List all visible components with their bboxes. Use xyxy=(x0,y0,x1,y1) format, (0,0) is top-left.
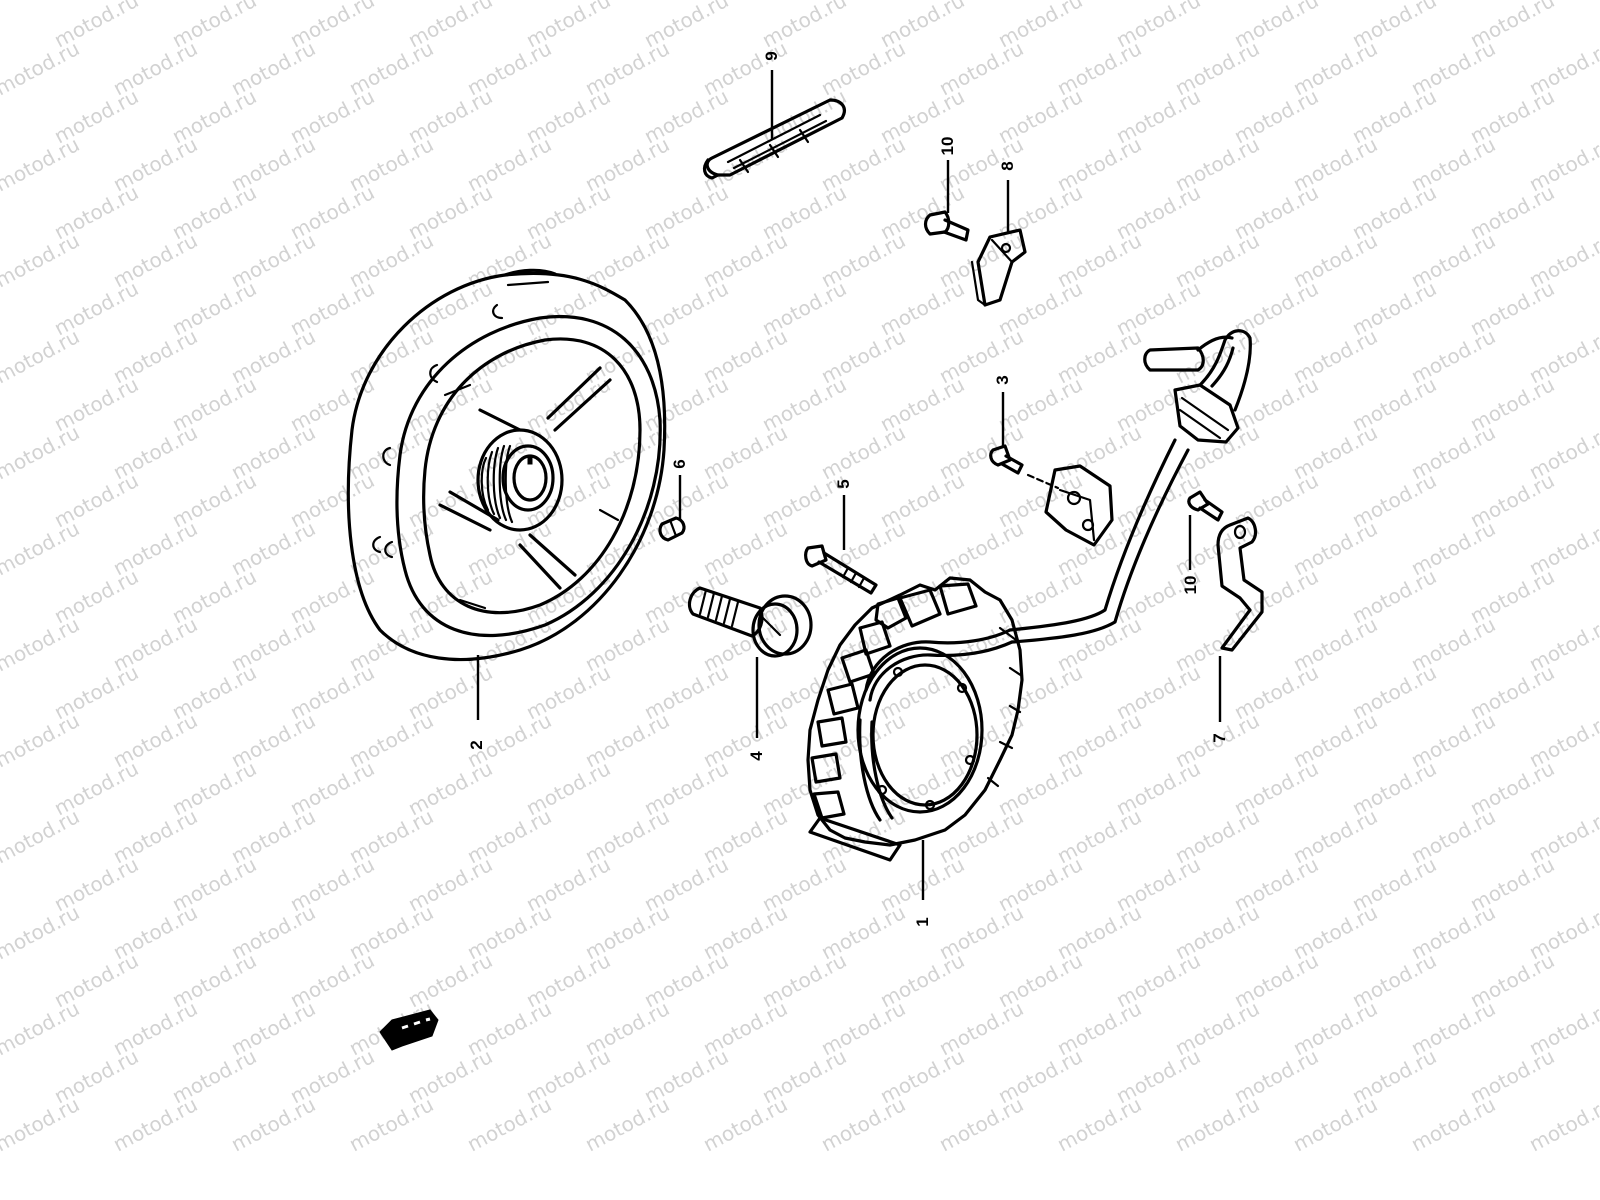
wire-harness-icon xyxy=(1008,329,1252,644)
clip-icon xyxy=(970,228,1027,307)
screw-icon xyxy=(989,444,1060,490)
callout-2: 2 xyxy=(467,740,486,749)
watermark-text: motod.ru xyxy=(0,324,83,388)
screw-icon xyxy=(923,210,970,242)
callout-8: 8 xyxy=(998,161,1017,170)
flywheel-rotor-icon xyxy=(346,268,667,662)
clamp-icon xyxy=(1216,516,1264,652)
watermark-text: motod.ru xyxy=(0,228,83,292)
watermark-text: motod.ru xyxy=(699,1092,791,1156)
rotor-bolt-icon xyxy=(687,586,813,658)
front-arrow-icon xyxy=(379,1009,439,1051)
watermark-text: motod.ru xyxy=(0,516,83,580)
callout-3: 3 xyxy=(993,375,1012,384)
watermark-text: motod.ru xyxy=(0,420,83,484)
callout-6: 6 xyxy=(670,459,689,468)
watermark-text: motod.ru xyxy=(0,1092,83,1156)
watermark-text: motod.ru xyxy=(1407,1092,1499,1156)
watermark-text: motod.ru xyxy=(1171,1092,1263,1156)
watermark-layer: motod.ru motod.ru motod.ru motod.ru motod.ru… xyxy=(0,0,1600,1156)
screw-icon xyxy=(1187,490,1224,522)
watermark-text: motod.ru xyxy=(1053,1092,1145,1156)
watermark-text: motod.ru xyxy=(227,1092,319,1156)
callout-10-right: 10 xyxy=(1181,576,1200,595)
watermark-text: motod.ru xyxy=(0,132,83,196)
stator-icon xyxy=(806,576,1024,862)
callout-10-top: 10 xyxy=(938,137,957,156)
callout-9: 9 xyxy=(762,51,781,60)
watermark-text: motod.ru xyxy=(935,1092,1027,1156)
watermark-text: motod.ru xyxy=(0,36,83,100)
callout-7: 7 xyxy=(1210,733,1229,742)
watermark-text: motod.ru xyxy=(0,708,83,772)
guide-icon xyxy=(702,98,846,180)
callout-4: 4 xyxy=(747,751,766,761)
callout-5: 5 xyxy=(834,479,853,488)
watermark-text: motod.ru xyxy=(581,1092,673,1156)
watermark-text: motod.ru xyxy=(1289,1092,1381,1156)
watermark-text: motod.ru xyxy=(0,900,83,964)
watermark-text: motod.ru xyxy=(1525,1092,1600,1156)
watermark-text: motod.ru xyxy=(0,996,83,1060)
watermark-text: motod.ru xyxy=(0,804,83,868)
watermark-text: motod.ru xyxy=(345,1092,437,1156)
stator-bolt-icon xyxy=(804,544,878,595)
watermark-text: motod.ru xyxy=(0,612,83,676)
callout-1: 1 xyxy=(913,917,932,926)
watermark-text: motod.ru xyxy=(463,1092,555,1156)
watermark-text: motod.ru xyxy=(817,1092,909,1156)
watermark-text: motod.ru xyxy=(109,1092,201,1156)
